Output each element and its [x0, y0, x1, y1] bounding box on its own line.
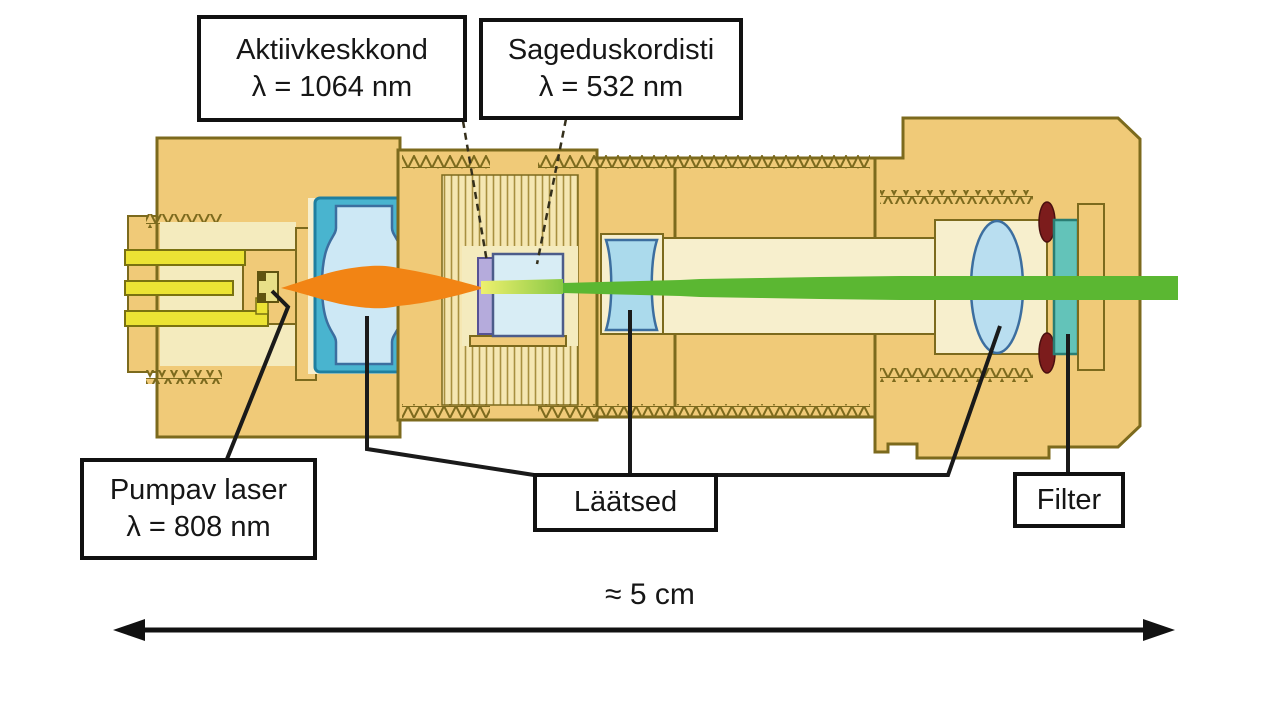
- laser-beams: [281, 265, 1178, 309]
- label-frequency-doubler: Sageduskordisti λ = 532 nm: [479, 18, 743, 120]
- threads-band: [146, 370, 222, 384]
- arrowhead-right: [1143, 619, 1175, 641]
- leader-frequency-doubler: [535, 118, 568, 265]
- electrical-pins: [124, 249, 269, 327]
- threads-band: [402, 404, 490, 418]
- pin-middle: [124, 280, 234, 296]
- active-medium-crystal: [477, 257, 494, 335]
- dimension-arrow: [113, 619, 1175, 641]
- leader-pump-laser: [225, 289, 291, 460]
- label-active-medium: Aktiivkeskkond λ = 1064 nm: [197, 15, 467, 122]
- label-filter-title: Filter: [1036, 483, 1102, 516]
- label-active-medium-title: Aktiivkeskkond: [236, 33, 428, 66]
- leader-lens-1: [365, 316, 535, 477]
- pin-bottom: [124, 310, 269, 327]
- label-frequency-doubler-wavelength: λ = 532 nm: [538, 71, 684, 103]
- pump-beam-808nm: [281, 265, 481, 309]
- label-active-medium-wavelength: λ = 1064 nm: [251, 70, 413, 103]
- threads-band: [880, 368, 1033, 382]
- diode-mark: [259, 293, 266, 301]
- label-pump-laser: Pumpav laser λ = 808 nm: [80, 458, 317, 560]
- intracavity-beam-1064nm: [481, 279, 563, 294]
- output-beam-532nm: [563, 276, 1178, 300]
- o-ring-top: [1038, 201, 1056, 243]
- label-frequency-doubler-title: Sageduskordisti: [507, 34, 715, 67]
- threads-band: [402, 155, 490, 169]
- label-lenses: Läätsed: [533, 473, 718, 532]
- arrowhead-left: [113, 619, 145, 641]
- leader-lines: [225, 118, 1070, 477]
- threads-band: [880, 190, 1033, 204]
- label-lenses-title: Läätsed: [573, 486, 678, 519]
- crystal-pedestal: [469, 335, 567, 347]
- pump-diode: [257, 271, 279, 303]
- label-pump-laser-title: Pumpav laser: [109, 474, 288, 507]
- label-filter: Filter: [1013, 472, 1125, 528]
- pump-housing: [124, 136, 402, 439]
- dimension-label: ≈ 5 cm: [605, 578, 695, 611]
- threads-band: [538, 404, 870, 418]
- diode-mark: [259, 273, 266, 281]
- pin-top: [124, 249, 246, 266]
- frequency-doubler-crystal: [491, 252, 565, 338]
- threads-band: [538, 155, 870, 169]
- leader-lens-3: [716, 325, 1002, 477]
- o-ring-bottom: [1038, 332, 1056, 374]
- label-pump-laser-wavelength: λ = 808 nm: [126, 511, 271, 543]
